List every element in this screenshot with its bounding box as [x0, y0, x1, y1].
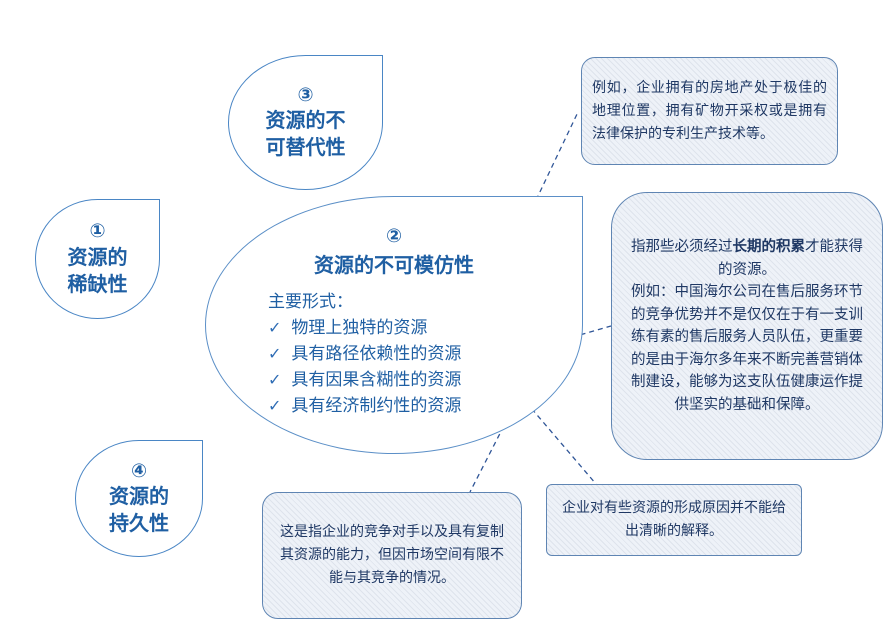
- leaf-number: ④: [130, 459, 148, 482]
- check-icon: ✓: [268, 370, 282, 389]
- note-text: 指那些必须经过: [631, 239, 733, 255]
- leaf-scarcity: ① 资源的 稀缺性: [35, 199, 160, 319]
- note-text: 例如，企业拥有的房地产处于极佳的地理位置，拥有矿物开采权或是拥有法律保护的专利生…: [592, 79, 827, 142]
- leaf-title-line1: 资源的: [67, 244, 128, 269]
- check-icon: ✓: [268, 344, 282, 363]
- leaf-title-line2: 可替代性: [265, 135, 346, 160]
- forms-heading: 主要形式：: [268, 292, 353, 312]
- note-causal-ambiguity: 企业对有些资源的形成原因并不能给出清晰的解释。: [546, 484, 802, 556]
- check-icon: ✓: [268, 318, 282, 337]
- connector-economic-to-bottom-note: [469, 409, 513, 493]
- leaf-number: ③: [297, 83, 314, 106]
- note-text: 才能获得的资源。: [718, 239, 863, 278]
- form-item: ✓ 物理上独特的资源: [268, 315, 461, 341]
- leaf-irreplaceability: ③ 资源的不 可替代性: [228, 55, 383, 190]
- form-item: ✓ 具有经济制约性的资源: [268, 393, 461, 419]
- note-economic-constraint: 这是指企业的竞争对手以及具有复制其资源的能力，但因市场空间有限不能与其竞争的情况…: [262, 492, 522, 619]
- form-item: ✓ 具有路径依赖性的资源: [268, 341, 461, 367]
- note-path-dependence: 指那些必须经过长期的积累才能获得的资源。 例如：中国海尔公司在售后服务环节的竞争…: [611, 192, 883, 460]
- form-item: ✓ 具有因果含糊性的资源: [268, 367, 461, 393]
- form-item-label: 具有路径依赖性的资源: [291, 344, 462, 364]
- leaf-title-line1: 资源的不: [265, 108, 346, 133]
- note-text: 企业对有些资源的形成原因并不能给出清晰的解释。: [562, 500, 786, 539]
- leaf-inimitability: ② 资源的不可模仿性: [205, 196, 583, 454]
- note-example: 例如：中国海尔公司在售后服务环节的竞争优势并不是仅仅在于有一支训练有素的售后服务…: [631, 284, 863, 413]
- leaf-number: ②: [385, 225, 403, 247]
- note-highlight: 长期的积累: [732, 238, 806, 255]
- leaf-title-line1: 资源的: [109, 484, 169, 509]
- main-forms-list: 主要形式： ✓物理上独特的资源 ✓具有路径依赖性的资源 ✓具有因果含糊性的资源 …: [268, 289, 461, 419]
- form-item-label: 物理上独特的资源: [291, 318, 428, 338]
- leaf-title: 资源的不可模仿性: [314, 253, 474, 277]
- leaf-title-line2: 持久性: [109, 511, 169, 536]
- note-physical-example: 例如，企业拥有的房地产处于极佳的地理位置，拥有矿物开采权或是拥有法律保护的专利生…: [581, 57, 838, 165]
- leaf-durability: ④ 资源的 持久性: [75, 440, 203, 557]
- note-text: 这是指企业的竞争对手以及具有复制其资源的能力，但因市场空间有限不能与其竞争的情况…: [280, 524, 504, 586]
- form-item-label: 具有经济制约性的资源: [291, 396, 462, 416]
- check-icon: ✓: [268, 396, 282, 415]
- note-definition: 指那些必须经过长期的积累才能获得的资源。: [630, 236, 864, 281]
- leaf-number: ①: [89, 220, 106, 243]
- form-item-label: 具有因果含糊性的资源: [291, 370, 462, 390]
- leaf-title-line2: 稀缺性: [67, 271, 128, 296]
